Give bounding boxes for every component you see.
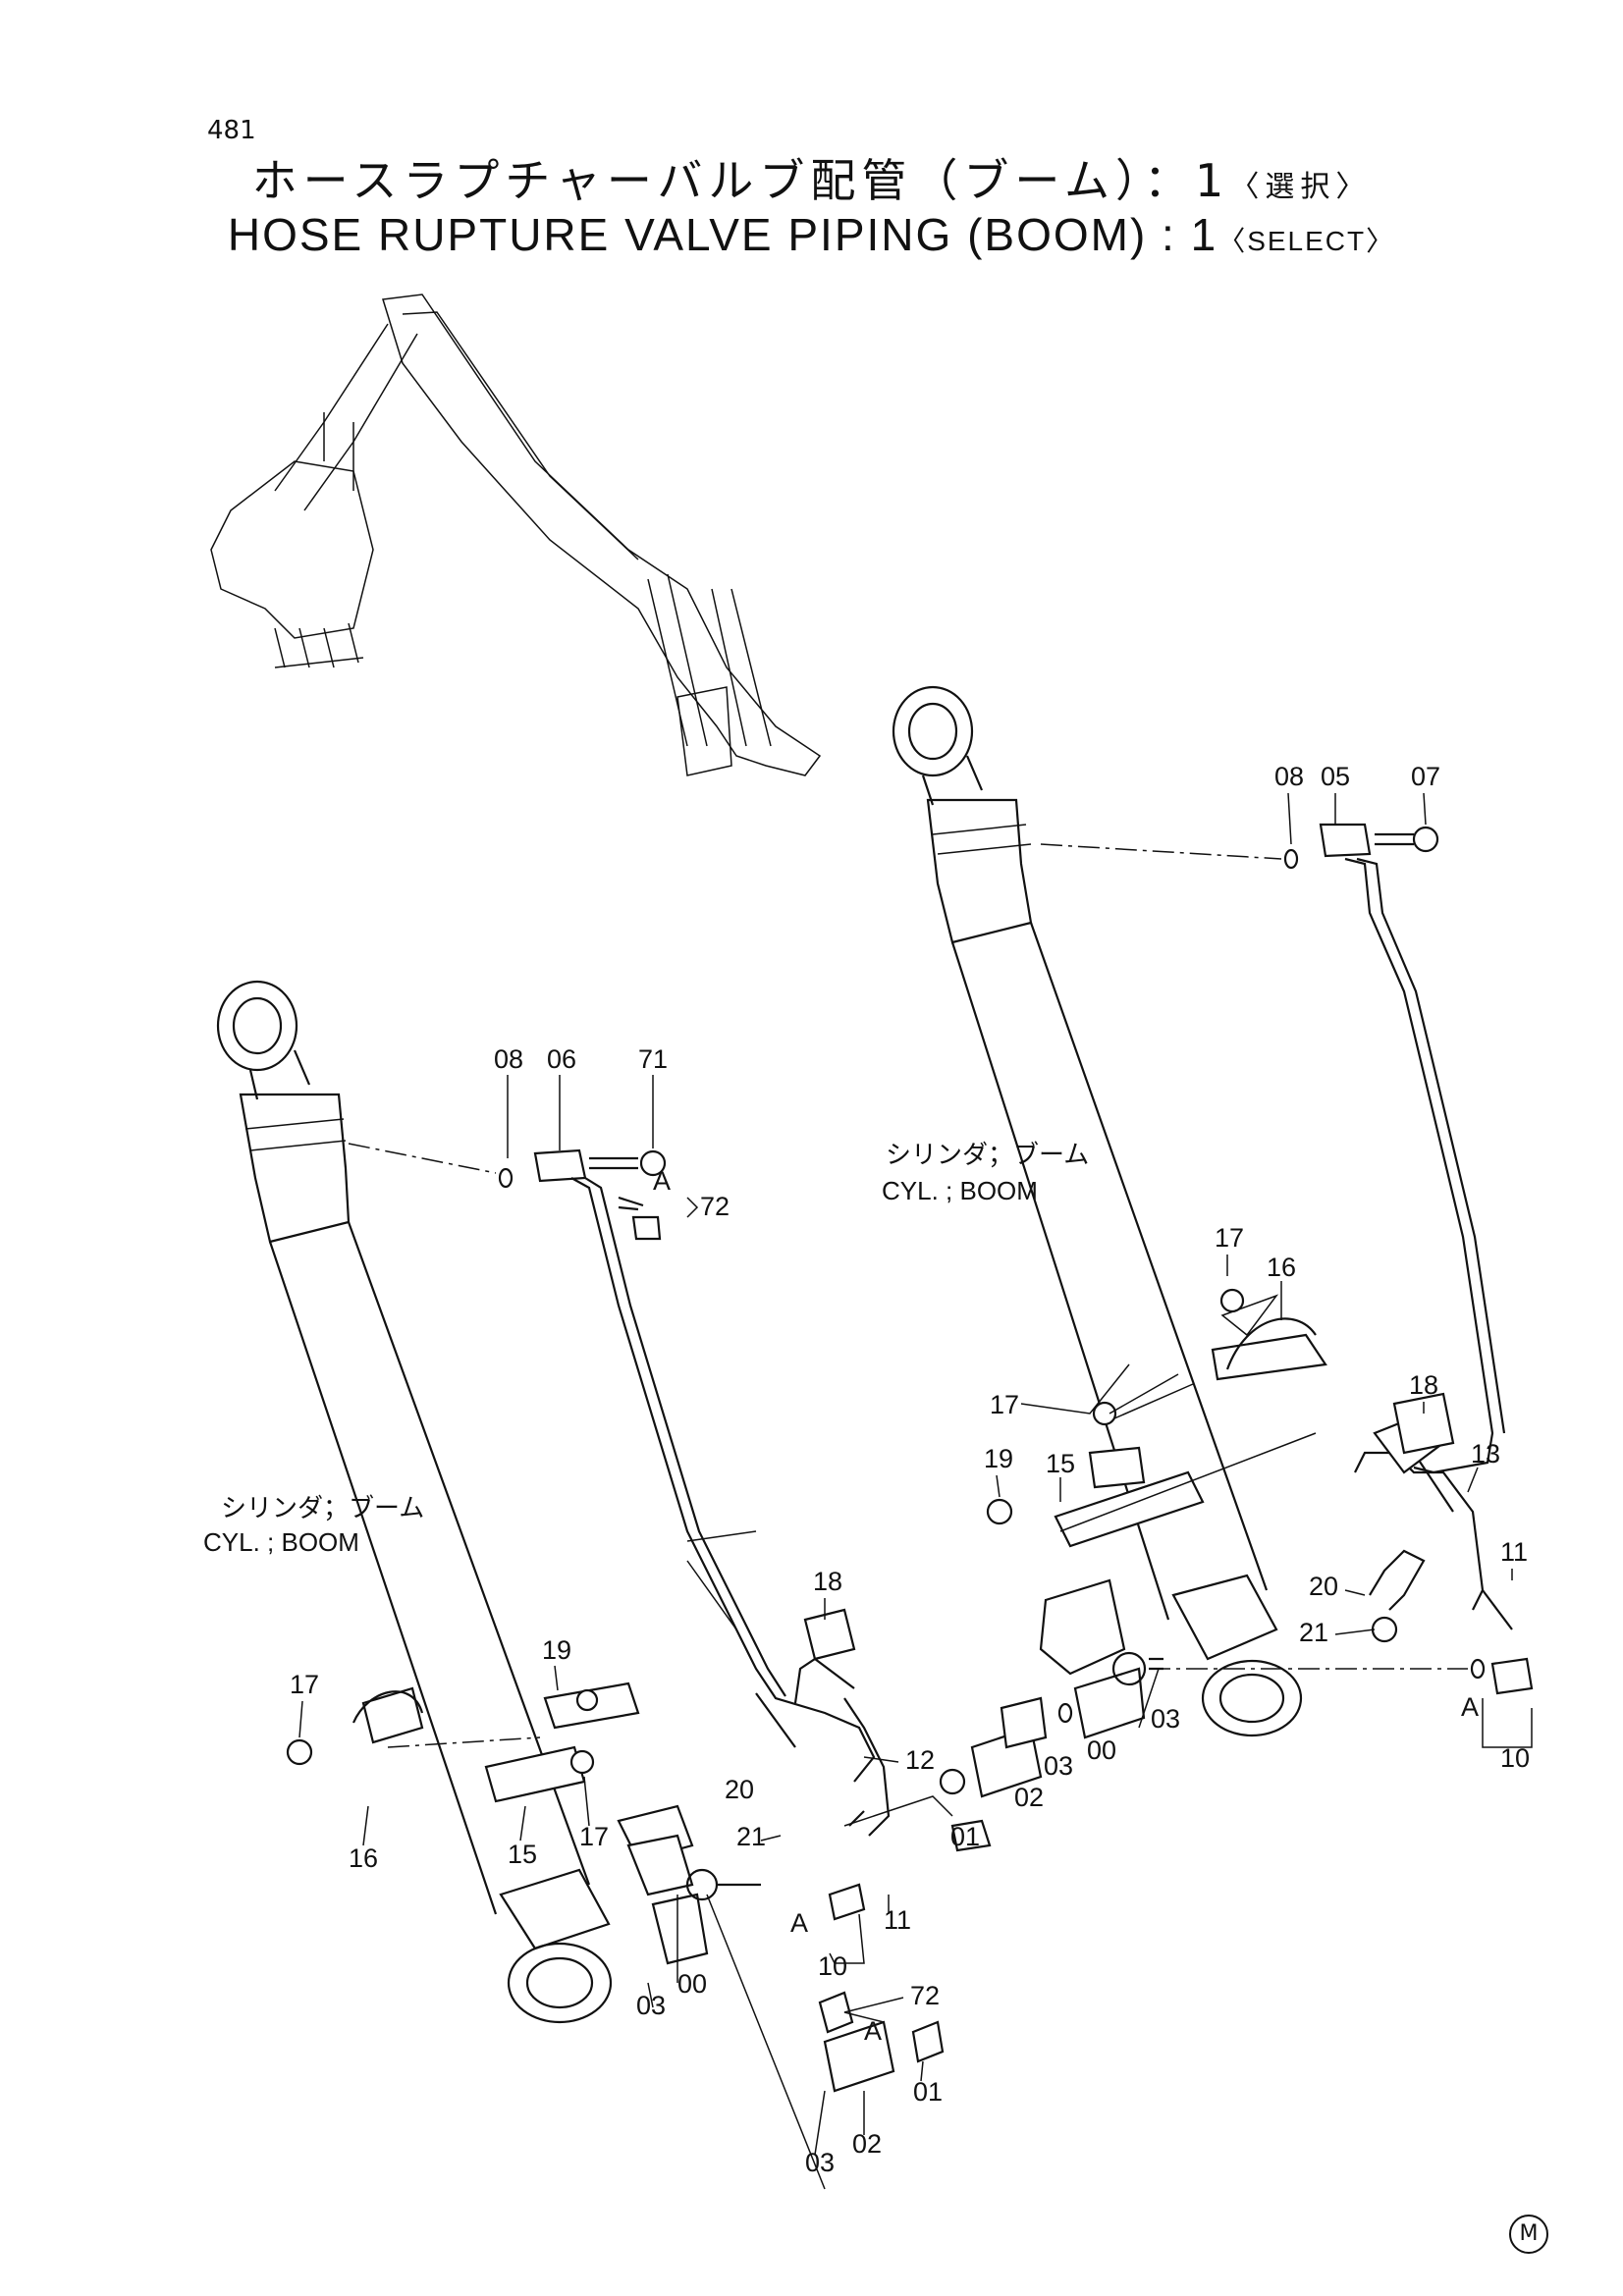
label-02-center: 02 xyxy=(1014,1783,1044,1812)
label-A-left-bottom: A xyxy=(864,2016,882,2046)
title-japanese: ホースラプチャーバルブ配管（ブーム）：1〈選択〉 xyxy=(0,145,1623,210)
label-11-left: 11 xyxy=(884,1905,911,1935)
label-20-left: 20 xyxy=(725,1775,754,1804)
label-00-left: 00 xyxy=(677,1969,707,1999)
label-10-left: 10 xyxy=(818,1951,847,1981)
label-17-right: 17 xyxy=(990,1390,1019,1419)
label-18-left: 18 xyxy=(813,1567,842,1596)
label-03-left-bottom: 03 xyxy=(805,2148,835,2177)
label-00-right: 00 xyxy=(1087,1735,1116,1765)
label-13-right: 13 xyxy=(1471,1439,1500,1468)
label-11-right: 11 xyxy=(1500,1537,1528,1567)
right-clamps-and-valve xyxy=(950,1288,1455,1852)
left-cylinder-label-en: CYL. ; BOOM xyxy=(203,1527,359,1557)
label-17-right-top: 17 xyxy=(1215,1223,1244,1253)
label-A-left-mid: A xyxy=(790,1908,808,1938)
part-labels: 08 05 07 17 16 17 18 19 15 13 11 20 21 0… xyxy=(290,762,1530,2177)
label-08-right: 08 xyxy=(1274,762,1304,791)
label-19-left: 19 xyxy=(542,1635,571,1665)
page-number: 481 xyxy=(207,116,256,145)
left-pipe-assembly xyxy=(348,1143,891,1837)
leader-lines xyxy=(298,792,1533,2156)
label-21-right: 21 xyxy=(1299,1618,1328,1647)
label-07-right: 07 xyxy=(1411,762,1440,791)
label-72-left-bottom: 72 xyxy=(910,1981,940,2010)
title-en-main: HOSE RUPTURE VALVE PIPING (BOOM) : 1 xyxy=(227,209,1218,260)
left-clamps-and-valve xyxy=(286,1530,1048,2190)
cylinder-labels: シリンダ；ブーム CYL. ; BOOM シリンダ；ブーム CYL. ; BOO… xyxy=(203,1140,1089,1557)
left-cylinder-label-jp: シリンダ；ブーム xyxy=(221,1493,424,1522)
label-72-left-top: 72 xyxy=(700,1192,730,1221)
label-15-right: 15 xyxy=(1046,1449,1075,1478)
right-boom-cylinder xyxy=(892,685,1303,1737)
label-05-right: 05 xyxy=(1321,762,1350,791)
label-A-left-top: A xyxy=(653,1166,671,1196)
label-08-left: 08 xyxy=(494,1044,523,1074)
label-19-right: 19 xyxy=(984,1444,1013,1473)
label-03-center: 03 xyxy=(1044,1751,1073,1781)
reference-mark: M xyxy=(1509,2215,1548,2254)
right-cylinder-label-jp: シリンダ；ブーム xyxy=(886,1140,1089,1169)
label-01-left-bottom: 01 xyxy=(913,2077,943,2107)
label-02-left-bottom: 02 xyxy=(852,2129,882,2159)
label-03-right: 03 xyxy=(1151,1704,1180,1734)
label-01-center: 01 xyxy=(950,1822,980,1851)
label-20-right: 20 xyxy=(1309,1572,1338,1601)
label-15-left: 15 xyxy=(508,1840,537,1869)
label-16-left: 16 xyxy=(349,1843,378,1873)
right-cylinder-label-en: CYL. ; BOOM xyxy=(882,1176,1038,1205)
label-17-left-bottom: 17 xyxy=(579,1822,609,1851)
label-12-left: 12 xyxy=(905,1745,935,1775)
title-english: HOSE RUPTURE VALVE PIPING (BOOM) : 1〈SEL… xyxy=(0,208,1623,261)
title-jp-note: 〈選択〉 xyxy=(1229,170,1372,204)
label-71-left: 71 xyxy=(638,1044,668,1074)
label-06-left: 06 xyxy=(547,1044,576,1074)
label-17-left-top: 17 xyxy=(290,1670,319,1699)
label-18-right: 18 xyxy=(1409,1370,1438,1400)
title-en-note: 〈SELECT〉 xyxy=(1217,226,1396,256)
label-10-right: 10 xyxy=(1500,1743,1530,1773)
label-A-right: A xyxy=(1461,1692,1479,1722)
label-21-left: 21 xyxy=(736,1822,766,1851)
left-boom-cylinder xyxy=(216,980,613,2024)
excavator-sketch xyxy=(210,294,822,776)
title-jp-main: ホースラプチャーバルブ配管（ブーム）：1 xyxy=(251,154,1230,207)
label-16-right: 16 xyxy=(1267,1253,1296,1282)
